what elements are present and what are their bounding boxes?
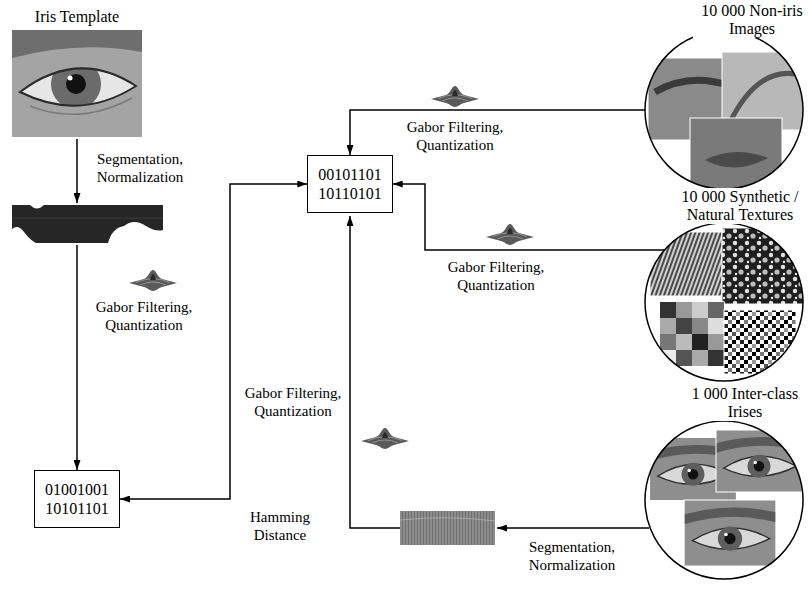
title-holder: 10 000 Synthetic / Natural Textures bbox=[673, 188, 807, 224]
block-texture bbox=[660, 302, 724, 366]
connector-arrow bbox=[120, 184, 307, 499]
block bbox=[708, 334, 724, 350]
sample-set-circle: 10 000 Synthetic / Natural Textures bbox=[644, 222, 804, 382]
iris-disc bbox=[51, 59, 101, 109]
edge-label: Gabor Filtering, Quantization bbox=[400, 118, 510, 154]
occlusion bbox=[108, 222, 163, 243]
normalized-iris-strip bbox=[400, 511, 495, 545]
title-holder: 1 000 Inter-class Irises bbox=[684, 385, 806, 421]
label-holder: Segmentation, Normalization bbox=[520, 538, 624, 574]
circle-outline bbox=[644, 420, 804, 580]
texture-samples bbox=[650, 228, 804, 374]
lid-crease bbox=[30, 98, 132, 114]
connector-arrow bbox=[393, 184, 665, 250]
process-arrow bbox=[76, 139, 78, 203]
block bbox=[692, 318, 708, 334]
pupil bbox=[66, 74, 86, 94]
label-holder: Hamming Distance bbox=[240, 508, 320, 544]
block bbox=[692, 350, 708, 366]
connector-arrow bbox=[350, 110, 645, 155]
occlusion bbox=[30, 205, 44, 209]
block bbox=[660, 318, 676, 334]
eyelid bbox=[20, 68, 136, 105]
block bbox=[708, 318, 724, 334]
eyeglass-frame bbox=[730, 73, 804, 122]
block bbox=[676, 318, 692, 334]
eyebrow bbox=[655, 80, 730, 92]
iris-photo bbox=[684, 500, 775, 566]
title-holder: 10 000 Non-iris Images bbox=[693, 2, 811, 38]
edge-label: Gabor Filtering, Quantization bbox=[440, 258, 552, 294]
gabor-filter-icon bbox=[431, 86, 479, 107]
circle-outline bbox=[644, 222, 804, 382]
process-arrow bbox=[497, 527, 649, 529]
iris bbox=[51, 59, 101, 109]
gabor-filter-icon bbox=[361, 428, 409, 449]
occlusion bbox=[12, 227, 36, 243]
bit-code: 01001001 10101101 bbox=[45, 480, 109, 518]
iris-template-photo bbox=[12, 30, 142, 137]
non-iris-photos bbox=[648, 52, 806, 196]
strip bbox=[12, 205, 163, 243]
label-holder: Gabor Filtering, Quantization bbox=[88, 298, 200, 334]
iris-photo bbox=[716, 430, 802, 492]
photo-edge bbox=[716, 430, 802, 492]
block bbox=[676, 302, 692, 318]
brow-shadow bbox=[12, 30, 142, 58]
circle-border bbox=[645, 31, 803, 189]
bit-code-box: 00101101 10110101 bbox=[307, 155, 392, 213]
step-label: Gabor Filtering, Quantization bbox=[88, 298, 200, 334]
circle-outline bbox=[644, 30, 804, 190]
strip-texture bbox=[12, 218, 163, 219]
step-label: Segmentation, Normalization bbox=[90, 150, 190, 186]
noise-texture bbox=[724, 310, 796, 374]
bit-code: 00101101 10110101 bbox=[318, 165, 381, 203]
label-holder: Gabor Filtering, Quantization bbox=[400, 118, 510, 154]
lips bbox=[705, 152, 768, 168]
circle-border bbox=[645, 421, 803, 579]
label-holder: Segmentation, Normalization bbox=[90, 150, 190, 186]
sample-set-circle: 1 000 Inter-class Irises bbox=[644, 420, 804, 580]
block bbox=[660, 302, 676, 318]
highlight bbox=[68, 76, 73, 81]
block bbox=[708, 350, 724, 366]
normalized-iris-strip bbox=[12, 205, 163, 243]
inter-class-iris-photos bbox=[650, 430, 802, 566]
block bbox=[708, 302, 724, 318]
sample-set-circle: 10 000 Non-iris Images bbox=[644, 30, 804, 190]
step-label: Iris Template bbox=[7, 8, 147, 26]
bit-code-box: 01001001 10101101 bbox=[34, 470, 120, 528]
label-holder: Gabor Filtering, Quantization bbox=[440, 258, 552, 294]
process-arrow bbox=[350, 216, 400, 528]
skin bbox=[12, 30, 142, 137]
block bbox=[692, 302, 708, 318]
edge-label: Hamming Distance bbox=[240, 508, 320, 544]
step-label: Gabor Filtering, Quantization bbox=[240, 384, 346, 420]
gabor-filter-icon bbox=[129, 270, 177, 291]
set-heading: 1 000 Inter-class Irises bbox=[684, 385, 806, 421]
block bbox=[676, 350, 692, 366]
strip-texture bbox=[400, 518, 495, 521]
set-heading: 10 000 Non-iris Images bbox=[693, 2, 811, 38]
stripe-texture bbox=[650, 232, 722, 296]
mouth-photo bbox=[690, 118, 782, 196]
step-label: Segmentation, Normalization bbox=[520, 538, 624, 574]
process-arrow bbox=[76, 245, 78, 470]
strip bbox=[400, 511, 495, 545]
gabor-filter-icon bbox=[486, 224, 534, 245]
label-holder: Iris Template bbox=[7, 8, 147, 26]
block bbox=[692, 334, 708, 350]
block bbox=[660, 334, 676, 350]
label-holder: Gabor Filtering, Quantization bbox=[240, 384, 346, 420]
natural-texture bbox=[722, 228, 804, 304]
circle-border bbox=[645, 223, 803, 381]
set-heading: 10 000 Synthetic / Natural Textures bbox=[673, 188, 807, 224]
block bbox=[676, 334, 692, 350]
photo-edge bbox=[684, 500, 776, 566]
